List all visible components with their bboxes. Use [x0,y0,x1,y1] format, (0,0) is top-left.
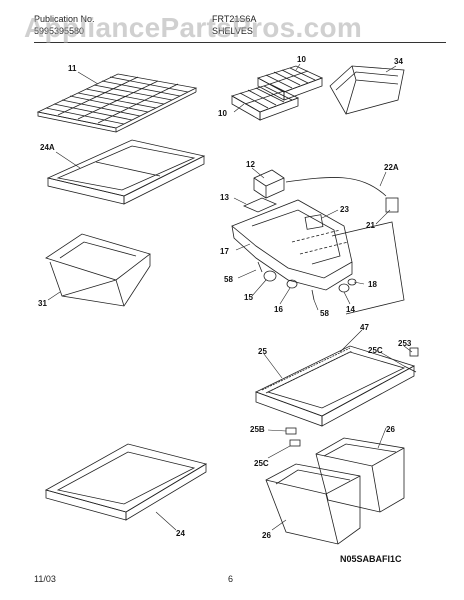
publication-number: 5995395580 [34,26,85,36]
callout-47: 47 [360,323,369,332]
callout-25c-lower: 25C [254,459,269,468]
crisper-drawer-right [315,437,405,513]
site-watermark: AppliancePartsPros.com [24,12,363,43]
callout-34: 34 [394,57,403,66]
publication-label: Publication No. [34,14,95,24]
callout-10-upper: 10 [297,55,306,64]
callout-24a: 24A [40,143,55,152]
callout-23: 23 [340,205,349,214]
callout-26-left: 26 [262,531,271,540]
leader-lines [47,63,413,531]
crisper-cover-shelf [254,345,419,447]
callout-25c-upper: 25C [368,346,383,355]
diagram-code: N05SABAFI1C [340,554,402,564]
callout-17: 17 [220,247,229,256]
glass-shelf-upper [46,139,206,205]
header-rule [34,42,446,43]
callout-253: 253 [398,339,412,348]
callout-24: 24 [176,529,185,538]
ice-tray-lower [231,83,300,121]
ice-tray-upper [256,65,324,101]
small-hardware [257,261,357,301]
callout-10-lower: 10 [218,109,227,118]
callout-25b: 25B [250,425,265,434]
callout-14: 14 [346,305,355,314]
control-housing-assembly [231,169,405,315]
callout-31: 31 [38,299,47,308]
callout-26-right: 26 [386,425,395,434]
ice-bin [329,65,405,115]
crisper-pan-left [45,233,151,307]
callout-25: 25 [258,347,267,356]
callout-12: 12 [246,160,255,169]
callout-11: 11 [68,64,77,73]
callout-16: 16 [274,305,283,314]
callout-58-right: 58 [320,309,329,318]
callout-22a: 22A [384,163,399,172]
model-number: FRT21S6A [212,14,257,24]
callout-58-left: 58 [224,275,233,284]
section-title: SHELVES [212,26,253,36]
callout-15: 15 [244,293,253,302]
callout-13: 13 [220,193,229,202]
glass-shelf-lower [44,443,208,521]
footer-date: 11/03 [34,574,56,584]
page-number: 6 [228,574,234,584]
callout-labels: 11 10 10 34 24A 31 12 22A 13 23 21 17 58… [38,55,412,540]
wire-shelf [36,73,198,133]
callout-21: 21 [366,221,375,230]
crisper-drawer-left [265,463,361,545]
callout-18: 18 [368,280,377,289]
